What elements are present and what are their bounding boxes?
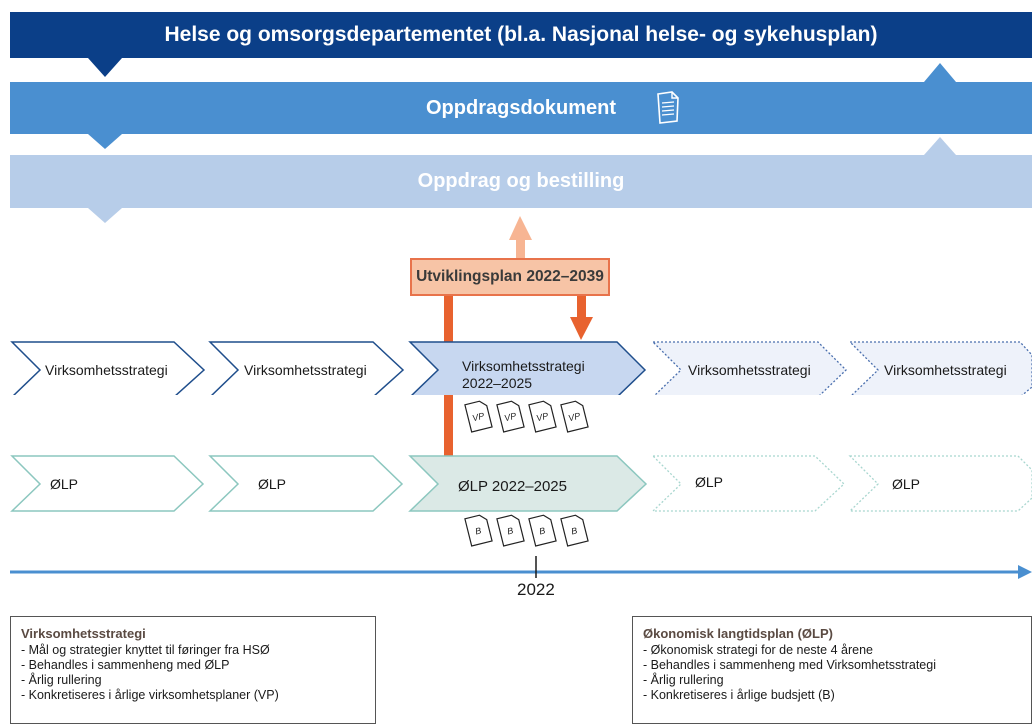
down-arrow-icon [570, 317, 593, 340]
olp-chevron-5 [848, 455, 1032, 512]
list-item: Årlig rullering [21, 673, 365, 688]
strategy-label-1: Virksomhetsstrategi [45, 362, 168, 378]
list-item: Årlig rullering [643, 673, 1021, 688]
list-item: Mål og strategier knyttet til føringer f… [21, 643, 365, 658]
list-item: Økonomisk strategi for de neste 4 årene [643, 643, 1021, 658]
olp-label-current: ØLP 2022–2025 [458, 478, 567, 495]
budget-document-label: B [506, 525, 514, 536]
timeline-arrowhead-icon [1018, 565, 1032, 579]
strategy-info-title: Virksomhetsstrategi [21, 626, 146, 641]
vp-document-label: VP [503, 411, 517, 424]
ministry-band: Helse og omsorgsdepartementet (bl.a. Nas… [10, 12, 1032, 58]
timeline-tick [535, 556, 537, 578]
vp-document-label: VP [567, 411, 581, 424]
strategy-chevron-5 [848, 341, 1032, 395]
olp-info-box: Økonomisk langtidsplan (ØLP) Økonomisk s… [632, 616, 1032, 724]
assignment-up-triangle [924, 63, 956, 82]
strategy-info-box: Virksomhetsstrategi Mål og strategier kn… [10, 616, 376, 724]
development-plan-label: Utviklingsplan 2022–2039 [416, 268, 604, 285]
strategy-chevron-1 [10, 341, 206, 395]
band-arrows [88, 58, 956, 223]
order-up-triangle [924, 137, 956, 155]
olp-label-1: ØLP [50, 476, 79, 492]
budget-document-label: B [570, 525, 578, 536]
strategy-label-2: Virksomhetsstrategi [244, 362, 367, 378]
timeline-axis [10, 565, 1032, 579]
budget-document-icon: B [496, 514, 525, 547]
olp-chevrons [10, 455, 1032, 512]
vp-document-label: VP [471, 411, 485, 424]
olp-label-4: ØLP [695, 474, 724, 490]
list-item: Konkretiseres i årlige virksomhetsplaner… [21, 688, 365, 703]
list-item: Konkretiseres i årlige budsjett (B) [643, 688, 1021, 703]
strategy-chevron-3 [408, 341, 647, 395]
order-band-label: Oppdrag og bestilling [417, 170, 625, 192]
vp-document-icon: VP [464, 400, 493, 433]
vp-document-icon: VP [560, 400, 589, 433]
budget-document-icon: B [528, 514, 557, 547]
list-item: Behandles i sammenheng med Virksomhetsst… [643, 658, 1021, 673]
budget-document-label: B [474, 525, 482, 536]
strategy-info-list: Mål og strategier knyttet til føringer f… [21, 643, 365, 703]
ministry-band-label: Helse og omsorgsdepartementet (bl.a. Nas… [164, 23, 878, 46]
list-item: Behandles i sammenheng med ØLP [21, 658, 365, 673]
strategy-label-current: Virksomhetsstrategi 2022–2025 [462, 358, 585, 391]
assignment-document-band: Oppdragsdokument [10, 82, 1032, 134]
olp-chevron-1 [10, 455, 205, 512]
strategy-chevron-4 [651, 341, 847, 395]
olp-label-5: ØLP [892, 476, 921, 492]
vp-document-icon: VP [496, 400, 525, 433]
olp-chevron-4 [651, 455, 845, 512]
development-plan-box: Utviklingsplan 2022–2039 [410, 258, 610, 296]
strategy-label-5: Virksomhetsstrategi [884, 362, 1007, 378]
strategy-chevron-2 [208, 341, 405, 395]
order-down-triangle [88, 208, 122, 223]
strategy-chevrons [10, 341, 1032, 395]
olp-chevron-3 [408, 455, 648, 512]
budget-document-label: B [538, 525, 546, 536]
order-band: Oppdrag og bestilling [10, 155, 1032, 208]
up-arrow-icon [509, 216, 532, 240]
vp-documents: VP VP VP VP [464, 400, 589, 433]
olp-chevron-2 [208, 455, 404, 512]
olp-info-title: Økonomisk langtidsplan (ØLP) [643, 626, 833, 641]
budget-document-icon: B [560, 514, 589, 547]
timeline-year-label: 2022 [517, 580, 555, 599]
ministry-down-triangle [88, 58, 122, 77]
document-icon [657, 91, 679, 124]
budget-document-icon: B [464, 514, 493, 547]
strategy-label-4: Virksomhetsstrategi [688, 362, 811, 378]
vp-document-label: VP [535, 411, 549, 424]
olp-info-list: Økonomisk strategi for de neste 4 årene … [643, 643, 1021, 703]
vp-document-icon: VP [528, 400, 557, 433]
olp-label-2: ØLP [258, 476, 287, 492]
assignment-document-label: Oppdragsdokument [425, 96, 616, 119]
assignment-down-triangle [88, 134, 122, 149]
